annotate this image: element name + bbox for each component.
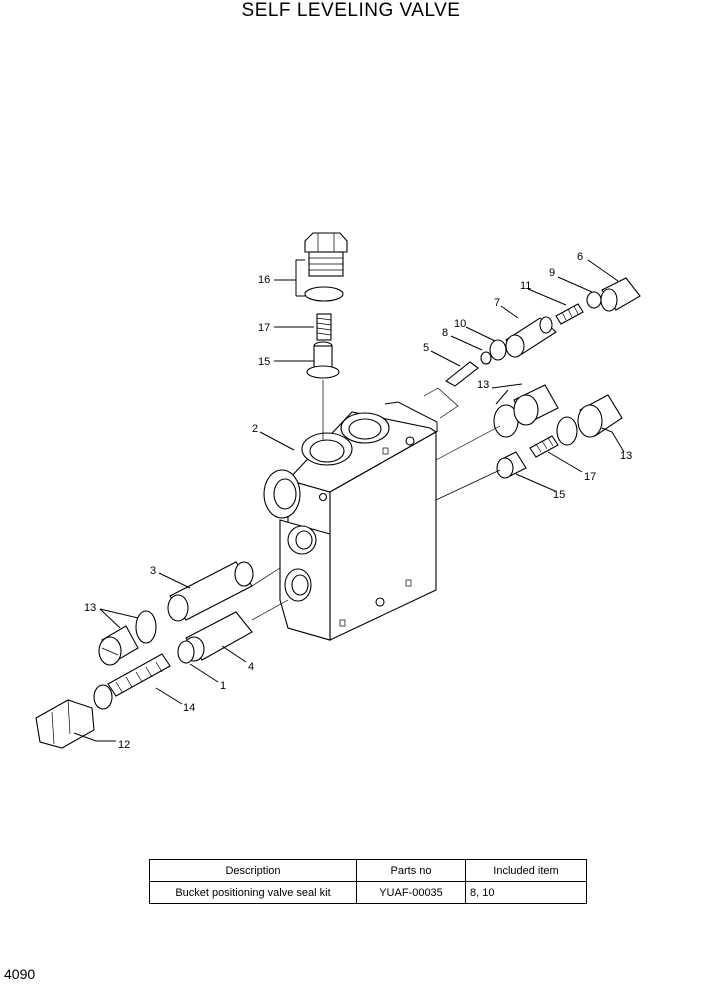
callout-13-right-upper: 13: [477, 379, 489, 391]
cell-parts-no: YUAF-00035: [356, 881, 466, 904]
callout-13-right-lower: 13: [620, 450, 632, 462]
callout-17-top: 17: [258, 322, 270, 334]
page-number: 4090: [4, 966, 36, 982]
callout-2: 2: [252, 423, 258, 435]
page-title: SELF LEVELING VALVE: [241, 0, 461, 21]
callout-15-top: 15: [258, 356, 270, 368]
valve-body: [263, 401, 438, 641]
callout-16-top: 16: [258, 274, 270, 286]
leader-lines: [73, 259, 625, 742]
right-lower-plugs: [435, 384, 623, 501]
callout-12: 12: [118, 739, 130, 751]
callout-8: 8: [442, 327, 448, 339]
callout-4: 4: [248, 661, 254, 673]
right-upper-cartridge: [423, 277, 641, 419]
callout-3: 3: [150, 565, 156, 577]
callout-7: 7: [494, 297, 500, 309]
callout-10: 10: [454, 318, 466, 330]
callout-labels: 16 17 15 2 6 9 11 7 10 8 5 13 13 17 15 3…: [84, 251, 632, 751]
parts-table-header-row: Description Parts no Included item: [149, 859, 587, 882]
header-description: Description: [149, 859, 357, 882]
callout-1: 1: [220, 680, 226, 692]
callout-13-left: 13: [84, 602, 96, 614]
cell-included-item: 8, 10: [465, 881, 587, 904]
callout-9: 9: [549, 267, 555, 279]
callout-5: 5: [423, 342, 429, 354]
top-plug-assembly: [304, 232, 348, 440]
callout-17-right: 17: [584, 471, 596, 483]
callout-11: 11: [520, 280, 531, 292]
cell-description: Bucket positioning valve seal kit: [149, 881, 357, 904]
callout-14: 14: [183, 702, 195, 714]
header-included-item: Included item: [465, 859, 587, 882]
parts-kit-table: Description Parts no Included item Bucke…: [149, 859, 587, 904]
header-parts-no: Parts no: [356, 859, 466, 882]
table-row: Bucket positioning valve seal kit YUAF-0…: [149, 881, 587, 904]
callout-15-right: 15: [553, 489, 565, 501]
callout-6: 6: [577, 251, 583, 263]
left-lower-assembly: [35, 561, 289, 749]
